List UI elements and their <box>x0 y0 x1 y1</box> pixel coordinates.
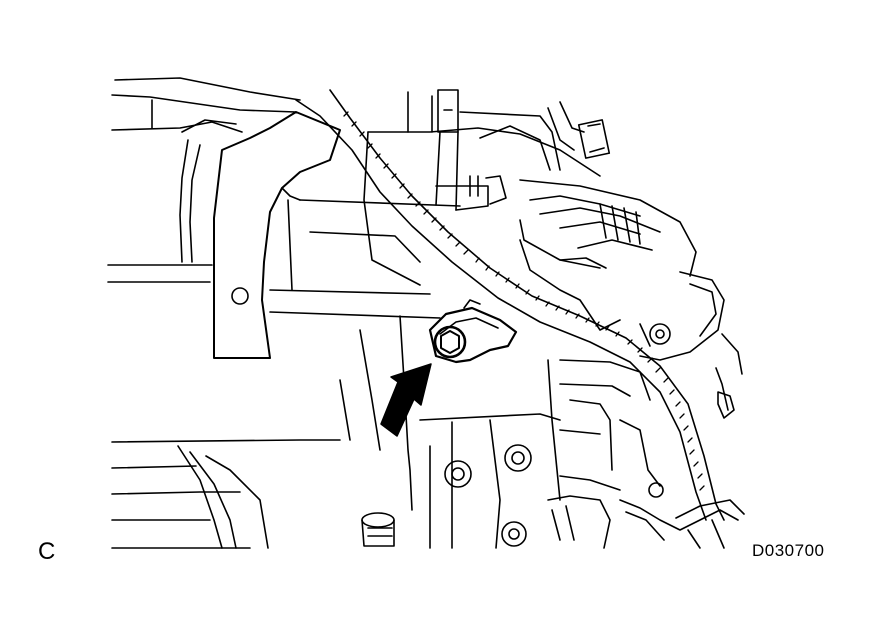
thick-arrow-icon <box>381 364 431 436</box>
engine-block-lower <box>112 316 412 548</box>
lower-right-bolt <box>649 483 663 497</box>
plate-bolt <box>502 522 526 546</box>
right-bracket-bolt <box>650 324 670 344</box>
harness-clamp <box>430 300 516 362</box>
wiring-harness <box>296 90 724 520</box>
right-bracket <box>640 272 742 418</box>
mounting-bracket <box>214 112 340 358</box>
harness-ticks <box>344 112 704 490</box>
bracket-hole <box>232 288 248 304</box>
stud-bolt <box>362 513 394 546</box>
alternator-body <box>520 180 696 330</box>
housing-tab <box>438 90 458 132</box>
plate-bolt <box>445 461 471 487</box>
cross-member <box>270 200 460 318</box>
plate-bolt <box>505 445 531 471</box>
center-housing <box>364 90 600 285</box>
lower-right-components <box>548 360 744 548</box>
electrical-connector <box>579 120 610 158</box>
figure-code: D030700 <box>752 541 825 560</box>
view-label: C <box>38 538 56 565</box>
clamp-bolt-head <box>441 331 459 353</box>
lower-plate <box>420 360 560 548</box>
clamp-bolt <box>435 327 465 357</box>
engine-block-upper-left <box>108 78 300 282</box>
hose-connector <box>480 102 609 170</box>
